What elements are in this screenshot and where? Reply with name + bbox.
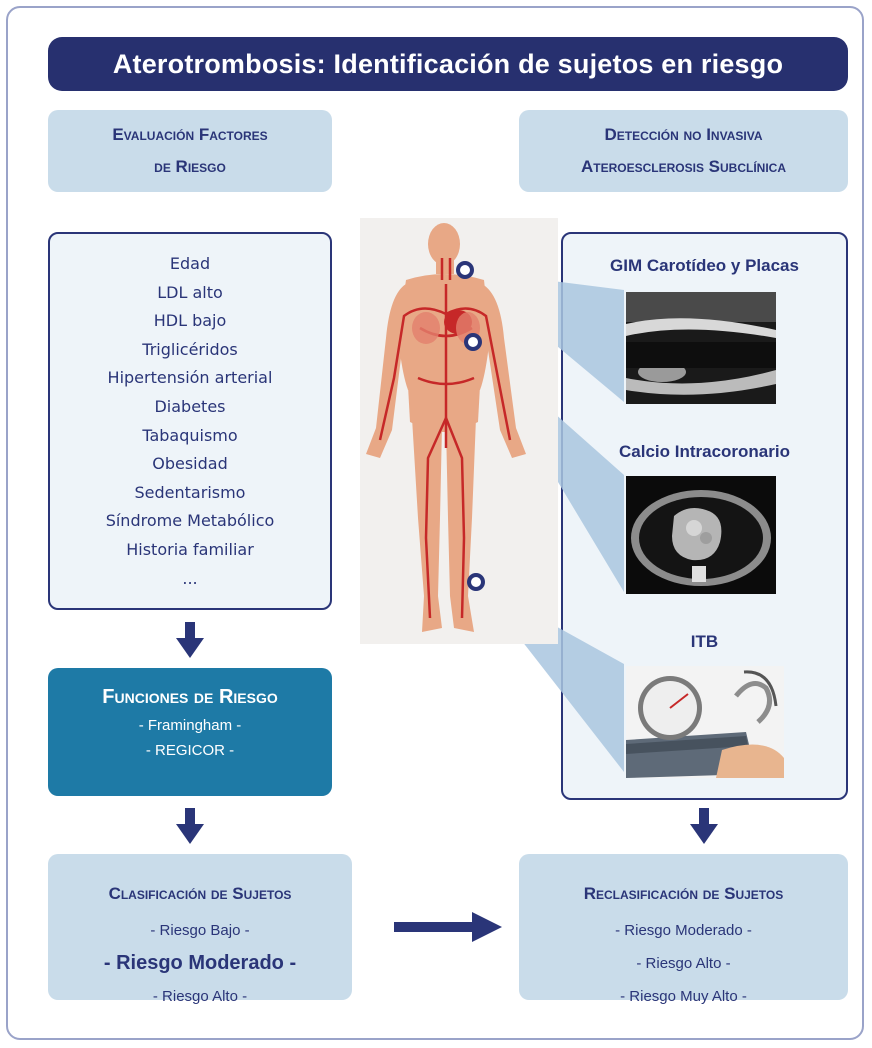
classification-title: Clasificación de Sujetos (108, 884, 292, 903)
reclassification-item: - Riesgo Alto - (636, 955, 731, 972)
risk-factor-item: Triglicéridos (142, 339, 238, 359)
risk-function-item: - Framingham - (138, 717, 242, 734)
down-arrow-icon (176, 808, 204, 844)
risk-functions-title: Funciones de Riesgo (102, 686, 278, 708)
right-header-line2: Ateroesclerosis Subclínica (580, 157, 787, 176)
left-header-line2: de Riesgo (154, 157, 226, 176)
leg-marker (467, 573, 485, 591)
risk-factor-item: LDL alto (157, 282, 223, 302)
ct-scan-image (626, 476, 776, 594)
test-label: GIM Carotídeo y Placas (610, 256, 799, 275)
risk-function-item: - REGICOR - (145, 742, 235, 759)
reclassification-item: - Riesgo Muy Alto - (620, 988, 747, 1005)
risk-factors-list: Edad LDL alto HDL bajo Triglicéridos Hip… (50, 234, 330, 593)
risk-factors-box: Edad LDL alto HDL bajo Triglicéridos Hip… (48, 232, 332, 610)
risk-factor-item: ... (182, 568, 198, 588)
test-label: ITB (690, 632, 719, 651)
classification-item: - Riesgo Bajo - (150, 922, 250, 939)
risk-factor-item: Edad (169, 254, 211, 273)
risk-factor-item: HDL bajo (153, 311, 227, 331)
test-label: Calcio Intracoronario (619, 442, 790, 461)
risk-functions-box: Funciones de Riesgo - Framingham - - REG… (48, 668, 332, 796)
right-header-line1: Detección no Invasiva (604, 125, 763, 144)
heart-marker (464, 333, 482, 351)
sphygmomanometer-image (626, 666, 784, 778)
carotid-marker (456, 261, 474, 279)
right-header: Detección no Invasiva Ateroesclerosis Su… (519, 110, 848, 192)
risk-factor-item: Obesidad (152, 454, 228, 474)
tests-panel: GIM Carotídeo y Placas Calcio Intracoron… (561, 232, 848, 800)
risk-factor-item: Sedentarismo (134, 482, 246, 502)
carotid-ultrasound-image (626, 292, 776, 404)
diagram-title: Aterotrombosis: Identificación de sujeto… (48, 37, 848, 91)
right-arrow-icon (394, 912, 502, 942)
classification-box: Clasificación de Sujetos - Riesgo Bajo -… (48, 854, 352, 1005)
risk-factor-item: Historia familiar (126, 539, 254, 559)
reclassification-item: - Riesgo Moderado - (615, 922, 752, 939)
reclassification-title: Reclasificación de Sujetos (583, 884, 784, 903)
risk-factor-item: Síndrome Metabólico (105, 511, 275, 531)
risk-factor-item: Hipertensión arterial (107, 368, 273, 388)
risk-factor-item: Tabaquismo (142, 425, 238, 445)
down-arrow-icon (690, 808, 718, 844)
human-circulatory-figure (360, 218, 558, 644)
left-header: Evaluación Factores de Riesgo (48, 110, 332, 192)
reclassification-box: Reclasificación de Sujetos - Riesgo Mode… (519, 854, 848, 1005)
down-arrow-icon (176, 622, 204, 658)
classification-item: - Riesgo Moderado - (103, 952, 297, 974)
risk-factor-item: Diabetes (154, 396, 226, 416)
left-header-line1: Evaluación Factores (112, 125, 268, 144)
classification-item: - Riesgo Alto - (152, 988, 248, 1005)
